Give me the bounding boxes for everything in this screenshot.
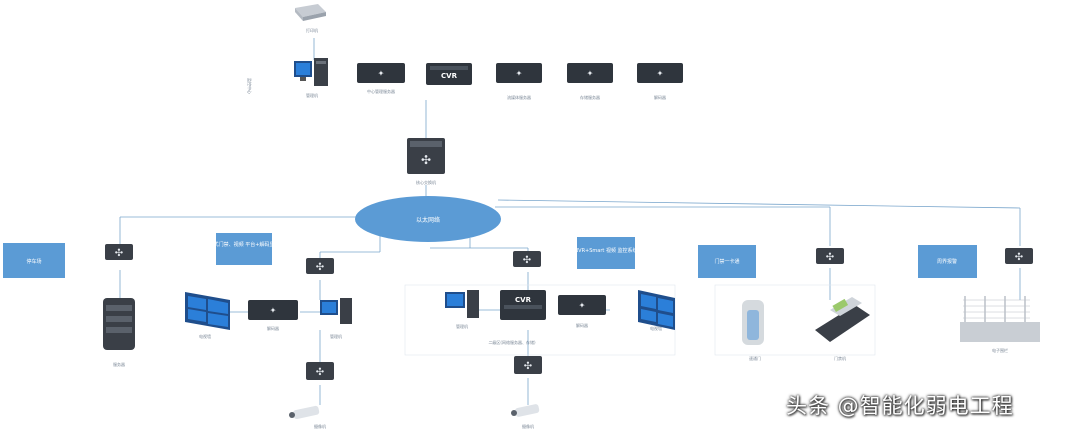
- svg-text:✣: ✣: [421, 153, 431, 167]
- svg-text:中心管理服务器: 中心管理服务器: [367, 88, 395, 94]
- svg-text:✣: ✣: [1015, 252, 1023, 263]
- svg-text:管理机: 管理机: [330, 333, 342, 339]
- video-wall-icon-a: 电视墙: [185, 292, 230, 339]
- server-icon-2: ✦ 流媒体服务器: [496, 63, 542, 100]
- zone-box-access: 门禁一卡通: [698, 245, 756, 278]
- svg-text:✣: ✣: [524, 361, 532, 372]
- svg-text:✦: ✦: [516, 69, 523, 78]
- svg-text:服务器: 服务器: [113, 361, 125, 367]
- svg-text:✣: ✣: [316, 367, 324, 378]
- sub-area-caption: 二级区(网络服务器、存储): [488, 339, 536, 345]
- svg-text:流媒体服务器: 流媒体服务器: [507, 94, 531, 100]
- zone-box-video-b: NVR+Smart 视频 监控系统: [574, 237, 638, 269]
- fence-icon: 电子围栏: [960, 296, 1040, 353]
- switch-icon-camera-b: ✣: [514, 356, 542, 374]
- server-icon-1: ✦ 中心管理服务器: [357, 63, 405, 94]
- svg-text:✦: ✦: [270, 306, 277, 315]
- svg-text:电视墙: 电视墙: [199, 333, 211, 339]
- decoder-icon-a: ✦ 解码器: [248, 300, 298, 331]
- zone-box-parking: 停车场: [3, 243, 65, 278]
- server-icon-3: ✦ 存储服务器: [567, 63, 613, 100]
- camera-icon-a: 摄像机: [289, 405, 326, 429]
- svg-text:✦: ✦: [579, 301, 586, 310]
- pc-icon-b: 管理机: [445, 290, 479, 329]
- switch-icon-access: ✣: [816, 248, 844, 264]
- svg-text:门禁机: 门禁机: [834, 355, 846, 361]
- switch-icon-parking: ✣: [105, 244, 133, 260]
- switch-icon-video-b: ✣: [513, 251, 541, 267]
- svg-text:CVR: CVR: [515, 296, 532, 304]
- network-label: 以太网络: [416, 216, 440, 224]
- svg-text:速通门: 速通门: [749, 355, 761, 361]
- svg-text:打印机: 打印机: [306, 27, 318, 33]
- svg-text:NVR+Smart 视频 监控系统: NVR+Smart 视频 监控系统: [574, 247, 637, 254]
- svg-text:✦: ✦: [657, 69, 664, 78]
- printer-icon: 打印机: [295, 4, 326, 33]
- switch-icon-video-a: ✣: [306, 258, 334, 274]
- card-reader-icon: 门禁机: [815, 297, 870, 361]
- cvr-main-icon: CVR: [426, 63, 472, 85]
- svg-text:解码器: 解码器: [576, 322, 588, 328]
- svg-text:管理机: 管理机: [306, 92, 318, 98]
- camera-icon-b: 摄像机: [511, 404, 540, 429]
- zone-box-alarm: 周界报警: [918, 245, 977, 278]
- svg-text:电子围栏: 电子围栏: [992, 347, 1008, 353]
- svg-text:✦: ✦: [587, 69, 594, 78]
- cvr-icon-b: CVR: [500, 290, 546, 320]
- svg-text:管理机: 管理机: [456, 323, 468, 329]
- video-wall-icon-b: 电视墙: [638, 290, 675, 331]
- decoder-icon-b: ✦ 解码器: [558, 295, 606, 328]
- watermark: 头条 @智能化弱电工程: [786, 394, 1014, 418]
- monitor-center-note: 监控中心: [247, 78, 253, 94]
- svg-text:摄像机: 摄像机: [522, 423, 534, 429]
- pc-icon-a: 管理机: [320, 298, 352, 339]
- svg-text:✣: ✣: [115, 248, 123, 259]
- management-pc-icon: 管理机: [294, 58, 328, 98]
- svg-text:周界报警: 周界报警: [937, 258, 957, 265]
- svg-text:解码器: 解码器: [654, 94, 666, 100]
- zone-box-video-a: 一体机式门禁、视频 平台+解码显示系统: [199, 233, 290, 265]
- svg-text:停车场: 停车场: [26, 258, 41, 265]
- svg-text:✣: ✣: [826, 252, 834, 263]
- svg-text:门禁一卡通: 门禁一卡通: [714, 258, 739, 265]
- switch-icon-alarm: ✣: [1005, 248, 1033, 264]
- svg-text:一体机式门禁、视频 平台+解码显示系统: 一体机式门禁、视频 平台+解码显示系统: [199, 241, 290, 248]
- svg-text:✦: ✦: [378, 69, 385, 78]
- svg-text:CVR: CVR: [441, 72, 458, 80]
- svg-text:核心交换机: 核心交换机: [416, 179, 436, 185]
- server-icon-4: ✦ 解码器: [637, 63, 683, 100]
- svg-text:存储服务器: 存储服务器: [580, 94, 600, 100]
- speed-gate-icon: 速通门: [742, 300, 764, 361]
- svg-text:电视墙: 电视墙: [650, 325, 662, 331]
- svg-text:解码器: 解码器: [267, 325, 279, 331]
- svg-text:✣: ✣: [523, 255, 531, 266]
- network-cloud: 以太网络: [355, 196, 501, 242]
- switch-icon-camera-a: ✣: [306, 362, 334, 380]
- svg-text:摄像机: 摄像机: [314, 423, 326, 429]
- core-switch-icon: ✣ 核心交换机: [407, 138, 445, 185]
- svg-text:✣: ✣: [316, 262, 324, 273]
- parking-server-icon: 服务器: [103, 298, 135, 367]
- connection-lines: [119, 38, 1021, 405]
